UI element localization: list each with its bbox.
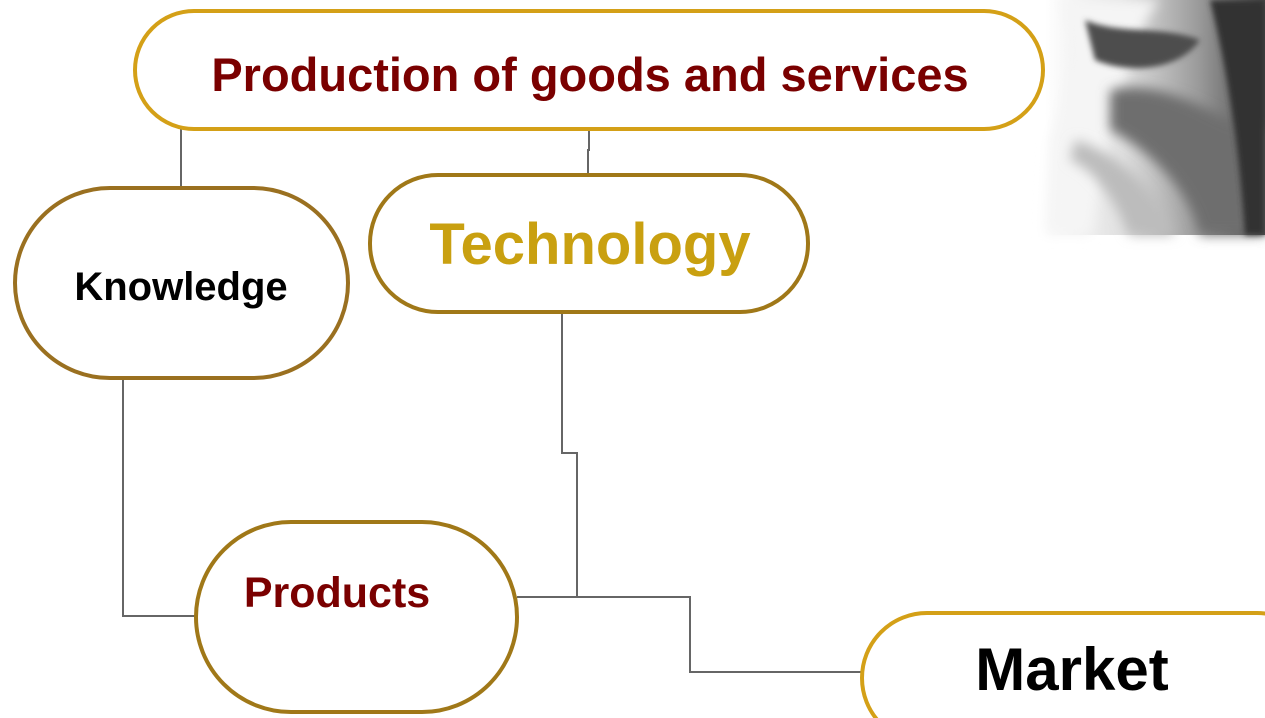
node-products-label: Products xyxy=(244,569,430,617)
node-knowledge-label: Knowledge xyxy=(74,265,287,309)
node-technology-shape xyxy=(368,173,810,314)
node-market: Market xyxy=(860,611,1265,718)
connector-production-technology xyxy=(587,130,590,175)
node-knowledge: Knowledge xyxy=(13,186,350,380)
connector-technology-products xyxy=(561,312,578,597)
node-production-label: Production of goods and services xyxy=(211,48,968,101)
node-products: Products xyxy=(194,520,519,714)
node-knowledge-shape xyxy=(13,186,350,380)
node-production: Production of goods and services xyxy=(133,9,1045,131)
node-market-shape xyxy=(860,611,1265,718)
connector-products-market xyxy=(517,596,862,673)
node-market-label: Market xyxy=(975,636,1168,703)
node-technology-label: Technology xyxy=(429,212,750,277)
node-technology: Technology xyxy=(368,173,810,314)
connector-knowledge-products xyxy=(122,370,198,617)
decorative-photo xyxy=(1045,0,1265,235)
connector-production-knowledge xyxy=(180,127,360,188)
node-production-shape xyxy=(133,9,1045,131)
node-products-shape xyxy=(194,520,519,714)
